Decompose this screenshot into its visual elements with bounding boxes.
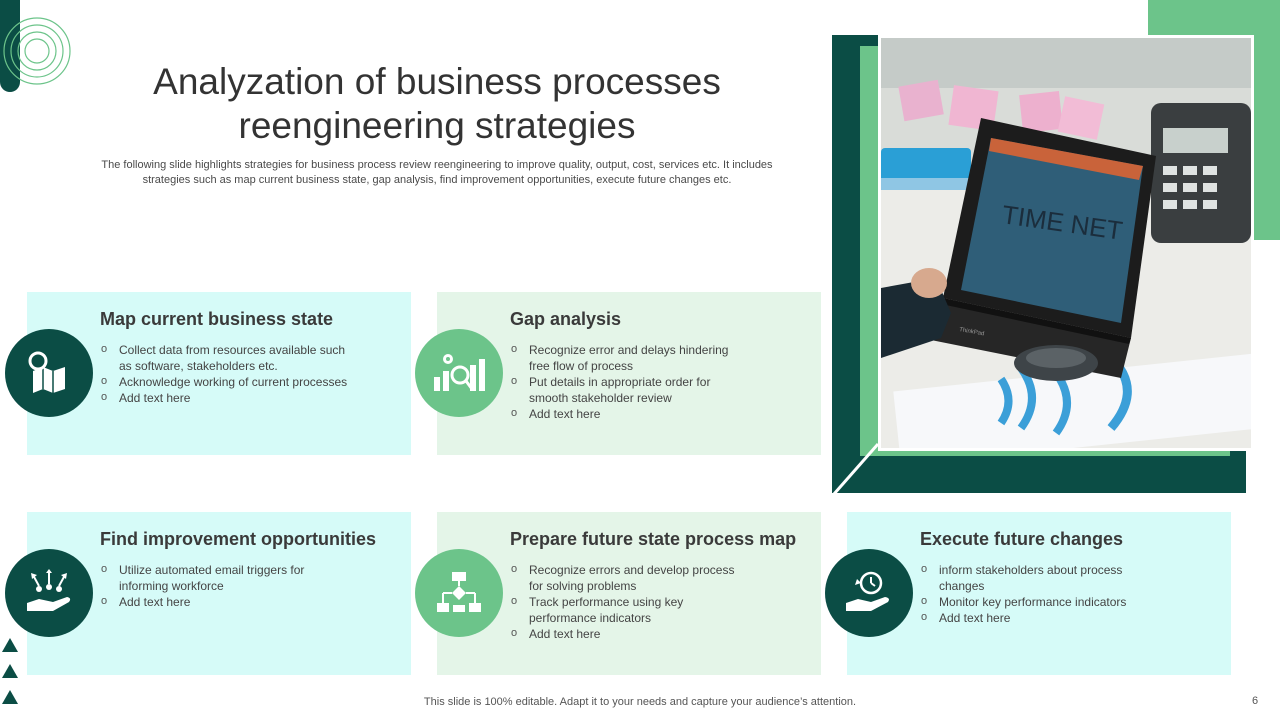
card-bullets: Collect data from resources available su… <box>100 341 360 406</box>
list-item: Add text here <box>100 389 360 406</box>
card-gap-analysis: Gap analysis Recognize error and delays … <box>415 292 821 455</box>
map-pin-icon <box>28 351 65 393</box>
triangle-decoration <box>2 664 18 678</box>
card-map-current-state: Map current business state Collect data … <box>5 292 411 455</box>
list-item: Utilize automated email triggers for inf… <box>100 561 340 594</box>
list-item: Put details in appropriate order for smo… <box>510 373 740 406</box>
flowchart-icon <box>437 572 481 612</box>
laptop-brand-label: ThinkPad <box>959 327 985 337</box>
hand-clock-icon <box>846 571 889 611</box>
triangle-decoration <box>2 690 18 704</box>
list-item: Add text here <box>510 405 740 422</box>
list-item: inform stakeholders about process change… <box>920 561 1160 594</box>
slide-title: Analyzation of business processes reengi… <box>153 61 721 146</box>
card-icon-circle <box>825 549 913 637</box>
card-title: Gap analysis <box>510 309 622 329</box>
list-item: Add text here <box>100 593 340 610</box>
card-execute-future-changes: Execute future changes inform stakeholde… <box>825 512 1231 675</box>
card-icon-circle <box>5 549 93 637</box>
footer-note: This slide is 100% editable. Adapt it to… <box>423 696 857 708</box>
left-accent-bar <box>0 0 20 92</box>
list-item: Add text here <box>510 625 740 642</box>
list-item: Track performance using key performance … <box>510 593 740 626</box>
card-title: Prepare future state process map <box>510 529 797 549</box>
card-bullets: Recognize errors and develop process for… <box>510 561 740 642</box>
list-item: Acknowledge working of current processes <box>100 373 360 390</box>
card-prepare-future-map: Prepare future state process map Recogni… <box>415 512 821 675</box>
list-item: Monitor key performance indicators <box>920 593 1160 610</box>
page-number: 6 <box>1252 695 1259 707</box>
list-item: Recognize error and delays hindering fre… <box>510 341 740 374</box>
list-item: Collect data from resources available su… <box>100 341 360 374</box>
card-icon-circle <box>5 329 93 417</box>
card-bullets: Utilize automated email triggers for inf… <box>100 561 340 610</box>
card-icon-circle <box>415 329 503 417</box>
card-find-improvement: Find improvement opportunities Utilize a… <box>5 512 411 675</box>
card-bullets: inform stakeholders about process change… <box>920 561 1160 626</box>
frame-diagonal-line <box>832 443 880 495</box>
card-title: Map current business state <box>100 309 334 329</box>
office-laptop-photo: ThinkPad TIME NET <box>878 35 1254 451</box>
slide-subtitle: The following slide highlights strategie… <box>101 159 773 186</box>
concentric-rings-icon <box>3 17 71 85</box>
list-item: Recognize errors and develop process for… <box>510 561 740 594</box>
hand-opportunities-icon <box>27 569 71 611</box>
card-title: Execute future changes <box>920 529 1124 549</box>
list-item: Add text here <box>920 609 1160 626</box>
card-icon-circle <box>415 549 503 637</box>
card-title: Find improvement opportunities <box>100 529 377 549</box>
triangle-decoration <box>2 638 18 652</box>
card-bullets: Recognize error and delays hindering fre… <box>510 341 740 422</box>
analysis-chart-icon <box>434 354 485 391</box>
